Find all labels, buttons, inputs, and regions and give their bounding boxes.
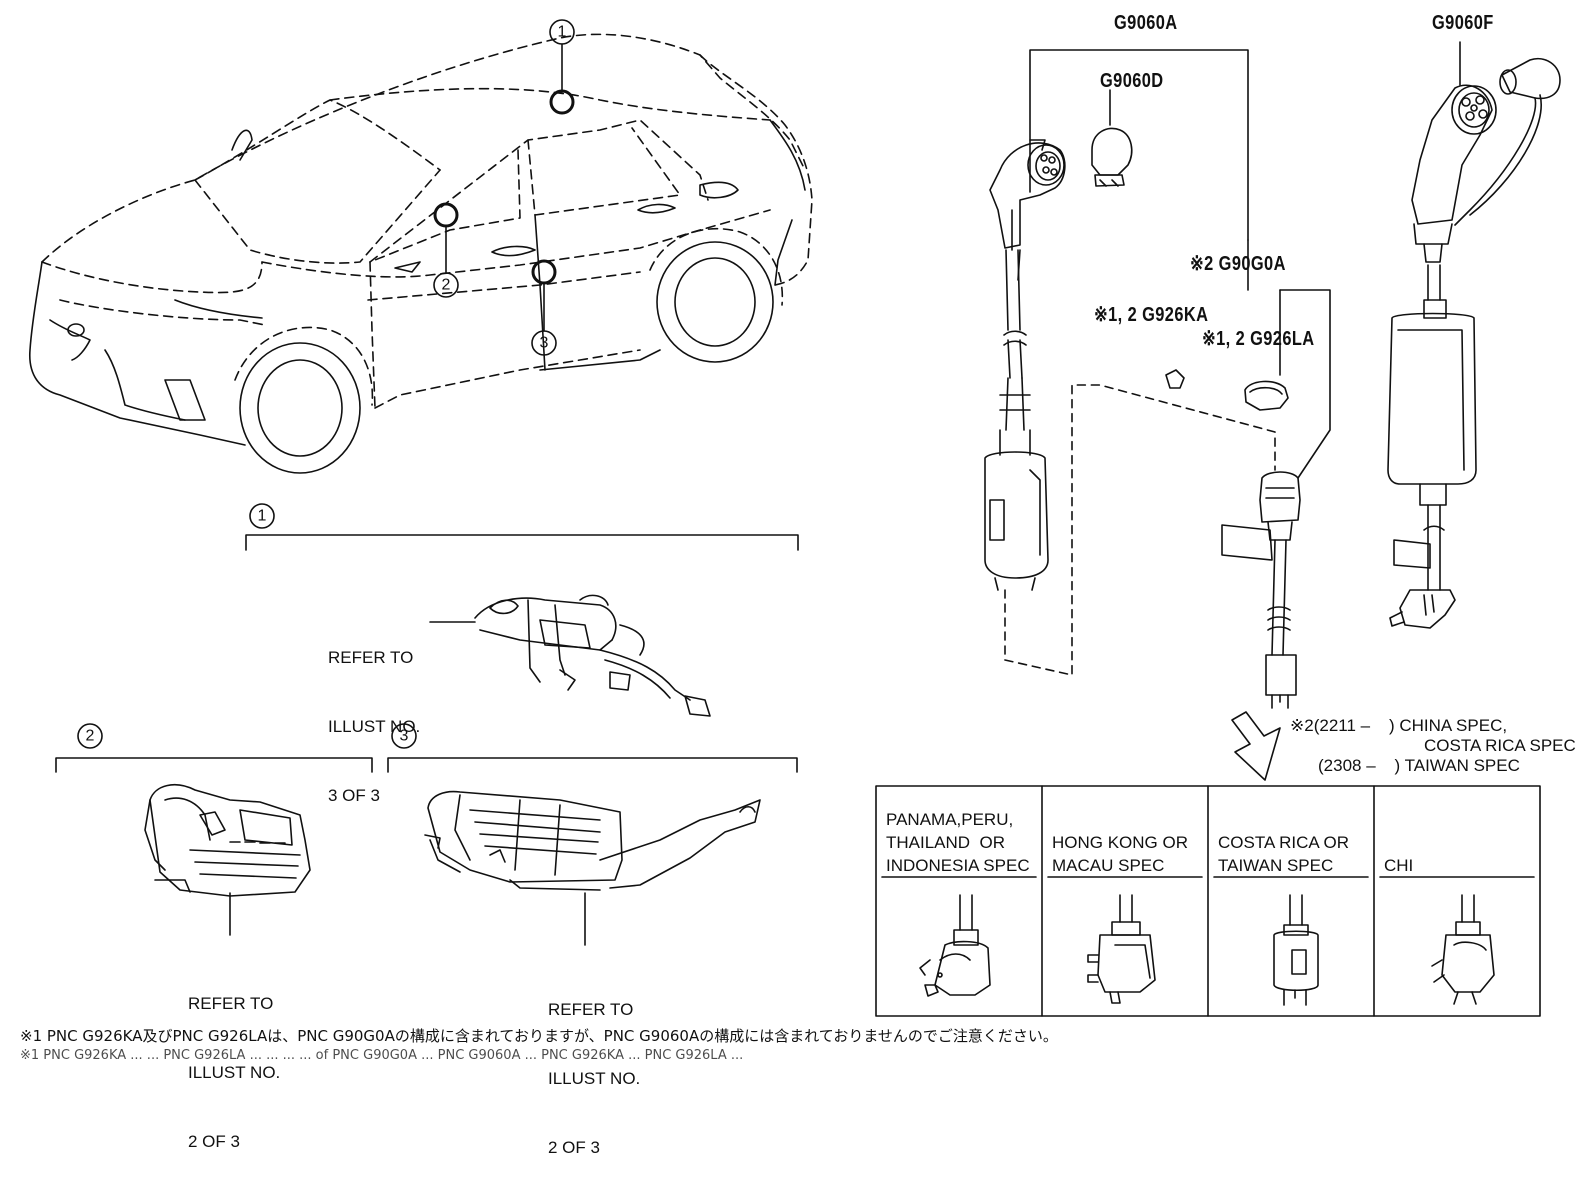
- footnote-english-clipped: ※1 PNC G926KA ... ... PNC G926LA ... ...…: [20, 1048, 744, 1062]
- refer-line-2: ILLUST NO.: [548, 1069, 641, 1088]
- footnote-japanese: ※1 PNC G926KA及びPNC G926LAは、PNC G90G0Aの構成…: [20, 1027, 1058, 1045]
- converter-assembly: [145, 785, 310, 896]
- part-number-g926ka[interactable]: ※1, 2 G926KA: [1094, 304, 1209, 326]
- parts-diagram: 1 2 3 1: [0, 0, 1592, 1099]
- part-number-g9060f[interactable]: G9060F: [1432, 12, 1494, 34]
- refer-line-1: REFER TO: [328, 648, 414, 667]
- schuko-plug-icon: [920, 895, 990, 996]
- refer-line-1: REFER TO: [188, 994, 274, 1013]
- g9060f-charging-cable: [1388, 42, 1560, 628]
- up-arrow-icon: [1232, 712, 1280, 780]
- callout-1-number: 1: [558, 24, 567, 41]
- refer-line-1: REFER TO: [548, 1000, 634, 1019]
- plug-table-cell-label: HONG KONG OR MACAU SPEC: [1052, 833, 1189, 875]
- plug-table-cell-label: COSTA RICA OR TAIWAN SPEC: [1218, 833, 1349, 875]
- callout-3-number: 3: [540, 335, 549, 352]
- part-number-g9060a[interactable]: G9060A: [1114, 12, 1178, 34]
- section-1-number: 1: [258, 508, 267, 525]
- g9060a-charging-cable: [985, 50, 1275, 675]
- plug-type-table: [876, 786, 1540, 1016]
- plug-table-cell-label: CHI: [1384, 856, 1414, 875]
- section-1-refer-label[interactable]: REFER TO ILLUST NO. 3 OF 3: [328, 600, 420, 830]
- plug-table-cell-label: PANAMA,PERU, THAILAND OR INDONESIA SPEC: [886, 810, 1030, 875]
- spec-note-line-1: ※2(2211 – ) CHINA SPEC,: [1290, 716, 1508, 735]
- part-number-g926la[interactable]: ※1, 2 G926LA: [1202, 328, 1315, 350]
- refer-line-3: 2 OF 3: [188, 1132, 240, 1151]
- refer-line-3: 3 OF 3: [328, 786, 380, 805]
- vehicle-illustration: [30, 34, 812, 473]
- g90g0a-plug-adapter: [1166, 240, 1330, 780]
- refer-line-3: 2 OF 3: [548, 1138, 600, 1157]
- section-1: 1: [246, 504, 798, 716]
- type-g-plug-icon: [1088, 895, 1155, 1003]
- part-number-g9060d[interactable]: G9060D: [1100, 70, 1164, 92]
- part-number-g90g0a[interactable]: ※2 G90G0A: [1190, 253, 1286, 275]
- section-3-number: 3: [400, 728, 409, 745]
- charging-inlet-harness: [475, 595, 710, 716]
- g9060d-cap: [1092, 128, 1132, 186]
- spec-note-line-2: COSTA RICA SPEC: [1424, 736, 1576, 755]
- section-3-refer-label[interactable]: REFER TO ILLUST NO. 2 OF 3: [548, 952, 640, 1182]
- section-2-number: 2: [86, 728, 95, 745]
- section-3: 3: [388, 724, 797, 945]
- refer-line-2: ILLUST NO.: [328, 717, 421, 736]
- refer-line-2: ILLUST NO.: [188, 1063, 281, 1082]
- battery-charger-assembly: [425, 792, 760, 890]
- type-i-plug-icon: [1432, 895, 1494, 1004]
- type-b-plug-icon: [1274, 895, 1318, 1005]
- spec-note-line-3: (2308 – ) TAIWAN SPEC: [1318, 756, 1520, 775]
- callout-1-marker: 1: [550, 20, 574, 113]
- callout-3-marker: 3: [532, 261, 556, 355]
- callout-2-number: 2: [442, 277, 451, 294]
- callout-2-marker: 2: [434, 204, 458, 297]
- section-2: 2: [56, 724, 372, 935]
